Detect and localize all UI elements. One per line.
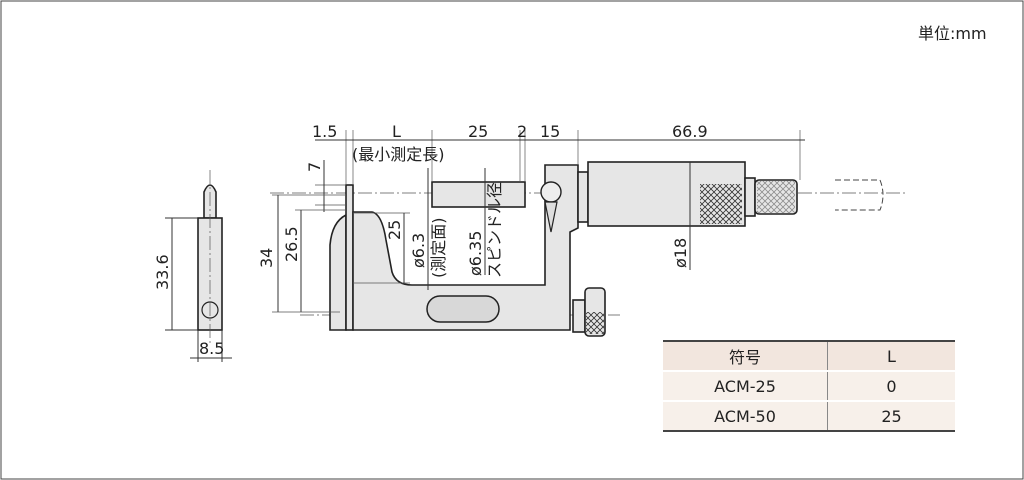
dim-66-9: 66.9 xyxy=(672,122,708,141)
cell-L: 0 xyxy=(827,371,955,402)
unit-label: 単位:mm xyxy=(918,24,987,43)
dim-2: 2 xyxy=(517,122,527,141)
cell-L: 25 xyxy=(827,401,955,432)
dim-26-5: 26.5 xyxy=(282,226,301,262)
table-row: ACM-25 0 xyxy=(663,371,955,402)
dim-15: 15 xyxy=(540,122,560,141)
spindle-note: スピンドル径 xyxy=(485,182,504,278)
dim-L: L xyxy=(392,122,401,141)
dim-6-35: ø6.35 xyxy=(466,231,485,276)
table-header: 符号 L xyxy=(663,340,955,372)
face-note: (測定面) xyxy=(429,218,448,279)
header-L: L xyxy=(827,340,955,372)
side-view: 33.6 8.5 xyxy=(153,170,232,362)
min-length-note: (最小測定長) xyxy=(352,145,445,164)
cell-code: ACM-50 xyxy=(663,401,828,432)
dim-6-3: ø6.3 xyxy=(409,233,428,268)
dim-25-vertical: 25 xyxy=(385,220,404,240)
dim-1-5: 1.5 xyxy=(312,122,337,141)
dim-34: 34 xyxy=(257,248,276,268)
table-row: ACM-50 25 xyxy=(663,401,955,432)
dim-18: ø18 xyxy=(671,238,690,268)
header-code: 符号 xyxy=(663,340,828,372)
dim-33-6: 33.6 xyxy=(153,254,172,290)
front-view: 1.5 L (最小測定長) 25 2 15 66.9 7 34 26.5 25 … xyxy=(257,122,905,337)
cell-code: ACM-25 xyxy=(663,371,828,402)
dim-7: 7 xyxy=(305,162,324,172)
dim-8-5: 8.5 xyxy=(199,339,224,358)
dim-25-top: 25 xyxy=(468,122,488,141)
model-table: 符号 L ACM-25 0 ACM-50 25 xyxy=(663,340,955,432)
